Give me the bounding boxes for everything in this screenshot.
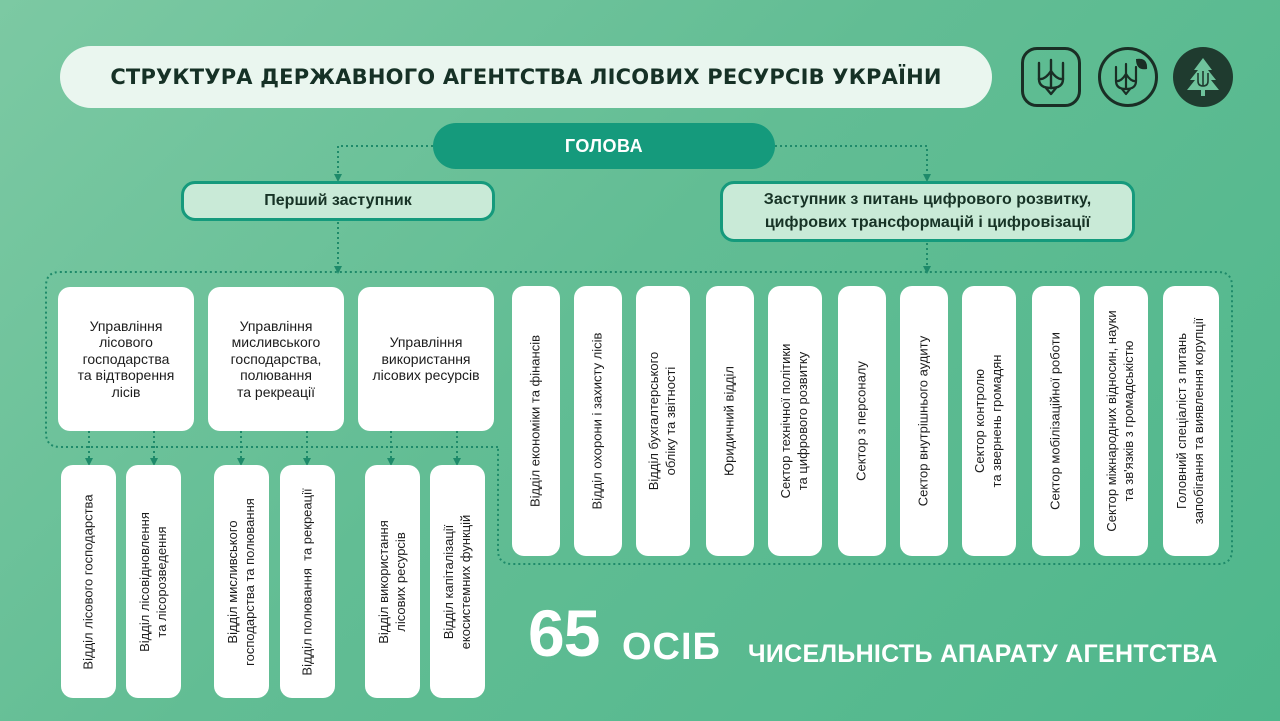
department-label: Відділ лісового господарства <box>80 493 96 670</box>
department-hunting-economy: Відділ мисливського господарства та полю… <box>214 465 269 698</box>
page-title: СТРУКТУРА ДЕРЖАВНОГО АГЕНТСТВА ЛІСОВИХ Р… <box>60 46 992 108</box>
staff-count: 65 <box>528 596 600 670</box>
trident-emblem-icon <box>1037 58 1065 96</box>
unit-forest-protection: Відділ охорони і захисту лісів <box>574 286 622 556</box>
trident-leaf-icon <box>1114 58 1148 96</box>
digital-deputy-node: Заступник з питань цифрового розвитку, ц… <box>720 181 1135 242</box>
unit-label: Юридичний відділ <box>721 366 737 476</box>
unit-economics-finance: Відділ економіки та фінансів <box>512 286 560 556</box>
department-resource-use: Відділ використання лісових ресурсів <box>365 465 420 698</box>
unit-tech-policy: Сектор технічної політики та цифрового р… <box>768 286 822 556</box>
trident-leaf-logo <box>1098 47 1158 107</box>
forest-tree-icon <box>1187 58 1219 96</box>
management-forestry: Управління лісового господарства та відт… <box>58 287 194 431</box>
department-label: Відділ полювання та рекреації <box>299 487 315 676</box>
unit-label: Відділ бухгалтерського обліку та звітнос… <box>646 351 678 491</box>
unit-label: Сектор міжнародних відносин, науки та зв… <box>1104 310 1136 532</box>
connector-head-to-first-deputy <box>334 145 433 182</box>
unit-label: Сектор внутрішнього аудиту <box>915 335 931 507</box>
management-hunting: Управління мисливського господарства, по… <box>208 287 344 431</box>
unit-label: Сектор мобілізаційної роботи <box>1047 332 1063 510</box>
unit-anticorruption: Головний спеціаліст з питань запобігання… <box>1163 286 1219 556</box>
unit-internal-audit: Сектор внутрішнього аудиту <box>900 286 948 556</box>
unit-legal: Юридичний відділ <box>706 286 754 556</box>
unit-accounting: Відділ бухгалтерського обліку та звітнос… <box>636 286 690 556</box>
unit-citizen-appeals: Сектор контролю та звернень громадян <box>962 286 1016 556</box>
unit-label: Сектор технічної політики та цифрового р… <box>778 343 810 499</box>
staff-count-label: ЧИСЕЛЬНІСТЬ АПАРАТУ АГЕНТСТВА <box>748 640 1218 668</box>
trident-emblem-logo <box>1021 47 1081 107</box>
unit-label: Відділ охорони і захисту лісів <box>589 332 605 510</box>
department-reforestation: Відділ лісовідновлення та лісорозведення <box>126 465 181 698</box>
management-forest-resources: Управління використання лісових ресурсів <box>358 287 494 431</box>
unit-international-relations: Сектор міжнародних відносин, науки та зв… <box>1094 286 1148 556</box>
staff-count-unit: ОСІБ <box>622 626 721 668</box>
department-hunting-recreation: Відділ полювання та рекреації <box>280 465 335 698</box>
unit-label: Відділ економіки та фінансів <box>527 334 543 508</box>
forest-tree-logo <box>1173 47 1233 107</box>
unit-personnel: Сектор з персоналу <box>838 286 886 556</box>
first-deputy-node: Перший заступник <box>181 181 495 221</box>
department-label: Відділ мисливського господарства та полю… <box>224 497 257 666</box>
unit-mobilization: Сектор мобілізаційної роботи <box>1032 286 1080 556</box>
unit-label: Головний спеціаліст з питань запобігання… <box>1174 317 1206 525</box>
department-ecosystem-capitalization: Відділ капіталізації екосистемних функці… <box>430 465 485 698</box>
unit-label: Сектор контролю та звернень громадян <box>972 354 1004 488</box>
department-label: Відділ капіталізації екосистемних функці… <box>440 514 473 649</box>
department-label: Відділ використання лісових ресурсів <box>375 519 408 644</box>
head-node: ГОЛОВА <box>433 123 775 169</box>
unit-label: Сектор з персоналу <box>853 361 869 481</box>
connector-head-to-digital-deputy <box>775 145 931 182</box>
department-forestry: Відділ лісового господарства <box>61 465 116 698</box>
department-label: Відділ лісовідновлення та лісорозведення <box>136 511 169 652</box>
